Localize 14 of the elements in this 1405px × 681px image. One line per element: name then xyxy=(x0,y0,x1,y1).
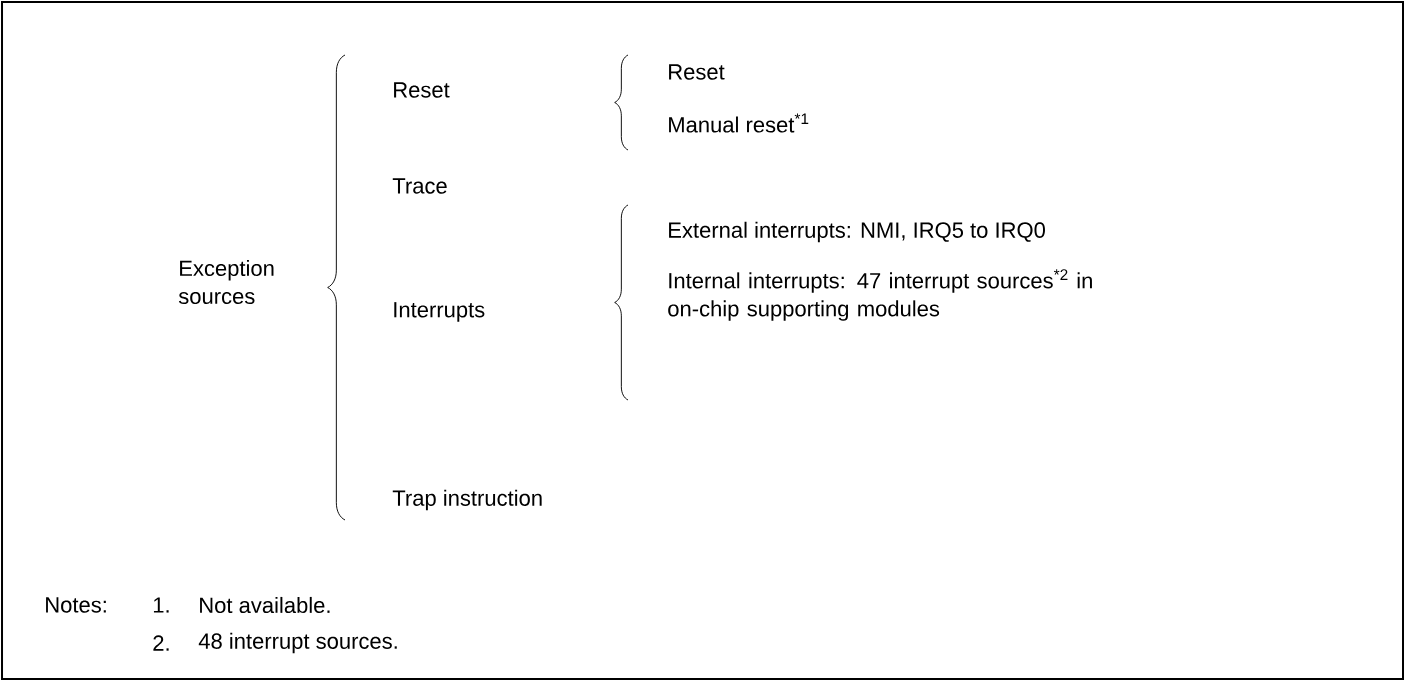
note-text: 48 interrupt sources. xyxy=(198,632,397,654)
notes-heading: Notes: xyxy=(46,597,106,613)
tree-heading: Exception sources xyxy=(178,259,274,305)
tree-item: Manual reset$^{*1}$ xyxy=(669,113,809,133)
tree-item: Interrupts xyxy=(394,302,485,322)
note-number: 1. xyxy=(153,597,169,613)
note-text: Not available. xyxy=(200,596,330,614)
note-number: 2. xyxy=(153,635,169,651)
tree-item: Internal interrupts: 47 interrupt sources$^{*2}$ in on-chip supporting modules xyxy=(668,269,1092,321)
tree-item: External interrupts: NMI, IRQ5 to IRQ0 xyxy=(669,221,1045,243)
tree-item: Reset xyxy=(394,82,450,98)
tree-item: Trace xyxy=(392,178,447,194)
tree-item: Reset xyxy=(669,64,725,80)
tree-item: Trap instruction xyxy=(392,489,542,511)
